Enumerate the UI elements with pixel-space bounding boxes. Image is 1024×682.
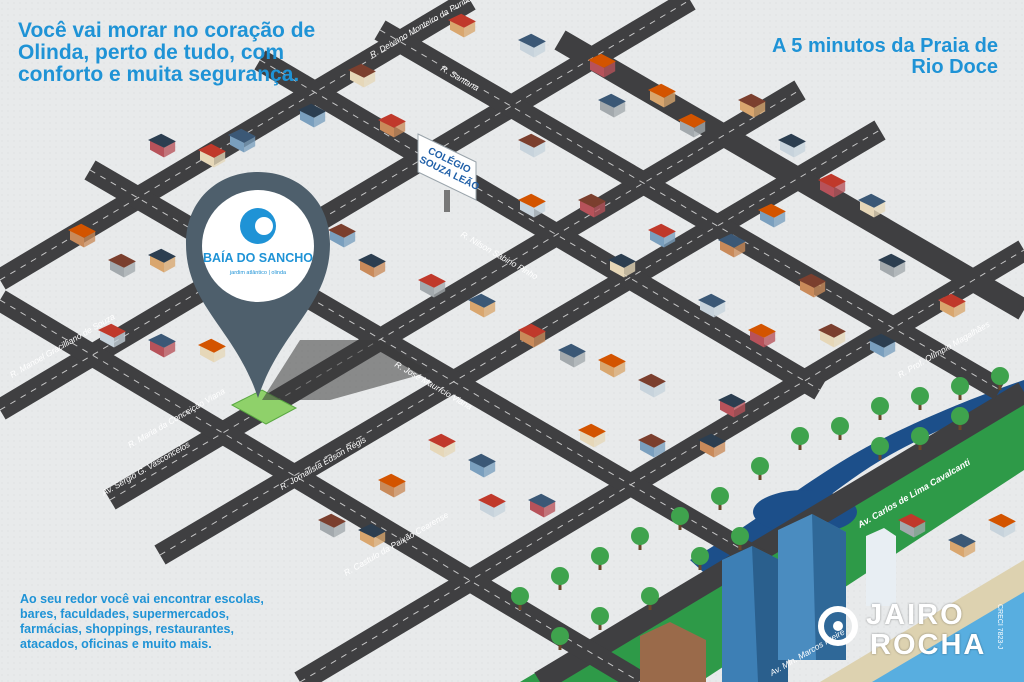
house — [198, 143, 226, 168]
tree — [551, 567, 569, 590]
house — [938, 293, 966, 318]
tree — [591, 607, 609, 630]
house — [718, 393, 746, 418]
house — [648, 223, 676, 248]
house — [598, 353, 626, 378]
house — [748, 323, 776, 348]
house — [898, 513, 926, 538]
tree — [711, 487, 729, 510]
house — [518, 33, 546, 58]
house — [608, 253, 636, 278]
tree — [871, 397, 889, 420]
realtor-logo: JAIRO ROCHA CRECI 7823-J — [818, 600, 1008, 664]
house — [68, 223, 96, 248]
house — [148, 248, 176, 273]
house — [518, 133, 546, 158]
house — [678, 113, 706, 138]
house — [318, 513, 346, 538]
tree — [951, 377, 969, 400]
house — [358, 523, 386, 548]
house — [328, 223, 356, 248]
house — [818, 323, 846, 348]
house — [478, 493, 506, 518]
house — [948, 533, 976, 558]
house — [558, 343, 586, 368]
lot-marker — [230, 389, 298, 425]
house — [718, 233, 746, 258]
house — [578, 193, 606, 218]
house — [298, 103, 326, 128]
tree — [591, 547, 609, 570]
house — [588, 53, 616, 78]
house — [468, 293, 496, 318]
tree — [641, 587, 659, 610]
house — [598, 93, 626, 118]
house — [228, 128, 256, 153]
house — [578, 423, 606, 448]
house — [648, 83, 676, 108]
house — [758, 203, 786, 228]
house — [468, 453, 496, 478]
tree — [951, 407, 969, 430]
tree — [831, 417, 849, 440]
pin-shadow — [262, 340, 430, 400]
tree — [911, 387, 929, 410]
school-billboard: COLÉGIO SOUZA LEÃO — [417, 133, 482, 212]
house — [818, 173, 846, 198]
house — [428, 433, 456, 458]
house — [518, 193, 546, 218]
house — [778, 133, 806, 158]
house — [448, 13, 476, 38]
house — [518, 323, 546, 348]
house — [348, 63, 376, 88]
amenities-note: Ao seu redor você vai encontrar escolas,… — [20, 592, 264, 651]
building-blocks — [68, 13, 1016, 650]
house — [148, 133, 176, 158]
house — [878, 253, 906, 278]
house — [698, 433, 726, 458]
house — [698, 293, 726, 318]
house — [638, 433, 666, 458]
beach-distance-note: A 5 minutos da Praia de Rio Doce — [772, 35, 998, 78]
realtor-license: CRECI 7823-J — [996, 604, 1003, 650]
pin-tagline: jardim atlântico | olinda — [229, 270, 287, 276]
realtor-logo-icon — [818, 606, 858, 646]
house — [858, 193, 886, 218]
house — [198, 338, 226, 363]
tree — [731, 527, 749, 550]
house — [638, 373, 666, 398]
house — [98, 323, 126, 348]
house — [378, 113, 406, 138]
pin-brand: BAÍA DO SANCHO — [203, 250, 313, 265]
tree — [511, 587, 529, 610]
tree — [751, 457, 769, 480]
house — [798, 273, 826, 298]
house — [528, 493, 556, 518]
house — [108, 253, 136, 278]
house — [148, 333, 176, 358]
beach — [820, 560, 1024, 682]
realtor-name-line2: ROCHA — [870, 629, 987, 661]
house — [418, 273, 446, 298]
tree — [691, 547, 709, 570]
tree — [871, 437, 889, 460]
house — [868, 333, 896, 358]
house — [988, 513, 1016, 538]
location-pin: BAÍA DO SANCHO jardim atlântico | olinda — [186, 172, 330, 398]
headline: Você vai morar no coração de Olinda, per… — [18, 19, 316, 86]
house — [358, 253, 386, 278]
house — [378, 473, 406, 498]
house — [738, 93, 766, 118]
tree — [631, 527, 649, 550]
tree — [671, 507, 689, 530]
realtor-name-line1: JAIRO — [866, 599, 965, 631]
tree — [791, 427, 809, 450]
tree — [991, 367, 1009, 390]
tree — [551, 627, 569, 650]
tree — [911, 427, 929, 450]
